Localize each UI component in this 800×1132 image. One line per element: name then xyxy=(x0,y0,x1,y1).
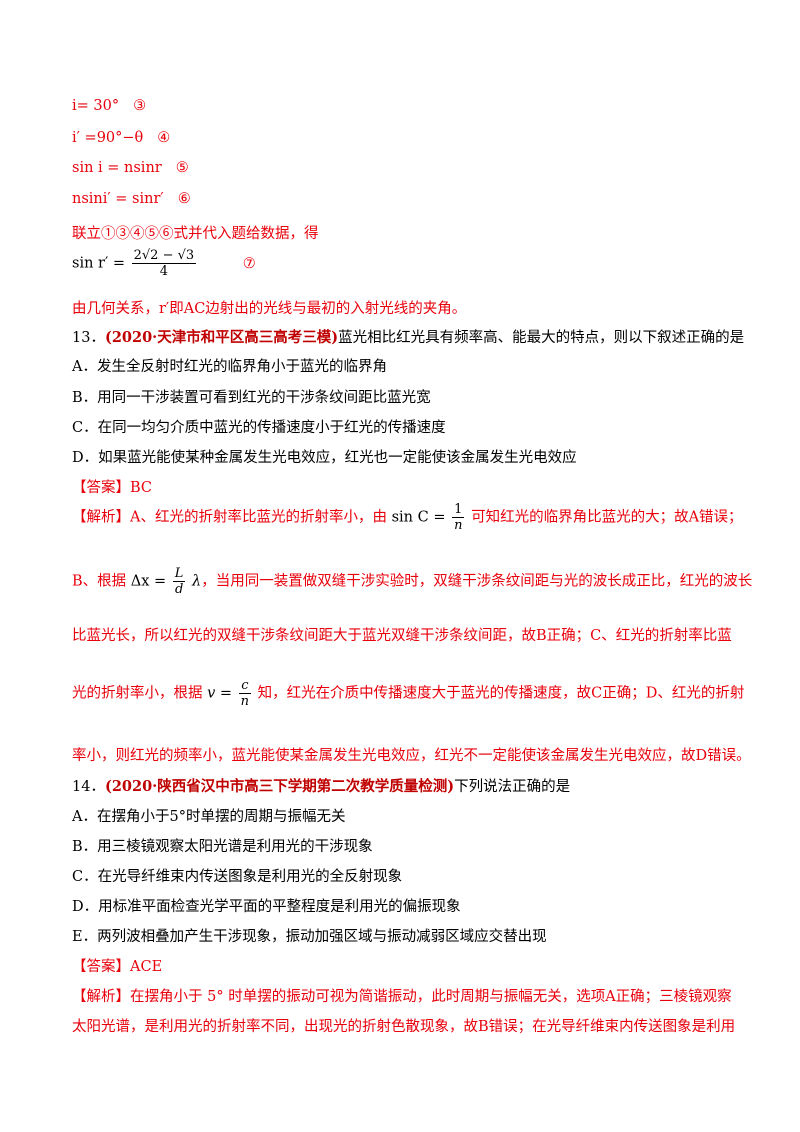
question-14-option-c: C．在光导纤维束内传送图象是利用光的全反射现象 xyxy=(72,869,403,885)
question-14-option-a: A．在摆角小于5°时单摆的周期与振幅无关 xyxy=(72,809,346,825)
question-14-option-b: B．用三棱镜观察太阳光谱是利用光的干涉现象 xyxy=(72,839,373,855)
question-14-stem: 14．(2020·陕西省汉中市高三下学期第二次教学质量检测)下列说法正确的是 xyxy=(72,778,571,795)
question-13-option-d: D．如果蓝光能使某种金属发生光电效应，红光也一定能使该金属发生光电效应 xyxy=(72,450,577,466)
geometry-statement: 由几何关系，r′即AC边射出的光线与最初的入射光线的夹角。 xyxy=(72,301,467,317)
question-14-option-e: E．两列波相叠加产生干涉现象，振动加强区域与振动减弱区域应交替出现 xyxy=(72,929,547,945)
equation-6: nsini′ = sinr′⑥ xyxy=(72,191,191,207)
question-14-analysis-line-1: 【解析】在摆角小于 5° 时单摆的振动可视为简谐振动，此时周期与振幅无关，选项A… xyxy=(72,989,732,1005)
question-13-option-b: B．用同一干涉装置可看到红光的干涉条纹间距比蓝光宽 xyxy=(72,390,431,406)
question-13-option-a: A．发生全反射时红光的临界角小于蓝光的临界角 xyxy=(72,359,387,375)
question-13-answer: 【答案】BC xyxy=(72,480,153,496)
question-14-analysis-line-2: 太阳光谱，是利用光的折射率不同，出现光的折射色散现象，故B错误；在光导纤维束内传… xyxy=(72,1019,736,1035)
question-14-answer: 【答案】ACE xyxy=(72,959,163,975)
question-13-stem: 13．(2020·天津市和平区高三高考三模)蓝光相比红光具有频率高、能最大的特点… xyxy=(72,329,745,346)
question-14-option-d: D．用标准平面检查光学平面的平整程度是利用光的偏振现象 xyxy=(72,899,461,915)
question-13-analysis-line-5: 率小，则红光的频率小，蓝光能使某金属发生光电效应，红光不一定能使该金属发生光电效… xyxy=(72,748,751,764)
equation-3: i= 30°③ xyxy=(72,98,147,114)
combine-statement: 联立①③④⑤⑥式并代入题给数据，得 xyxy=(72,226,319,242)
question-13-analysis-line-3: 比蓝光长，所以红光的双缝干涉条纹间距大于蓝光双缝干涉条纹间距，故B正确；C、红光… xyxy=(72,628,732,644)
question-13-option-c: C．在同一均匀介质中蓝光的传播速度小于红光的传播速度 xyxy=(72,420,446,436)
